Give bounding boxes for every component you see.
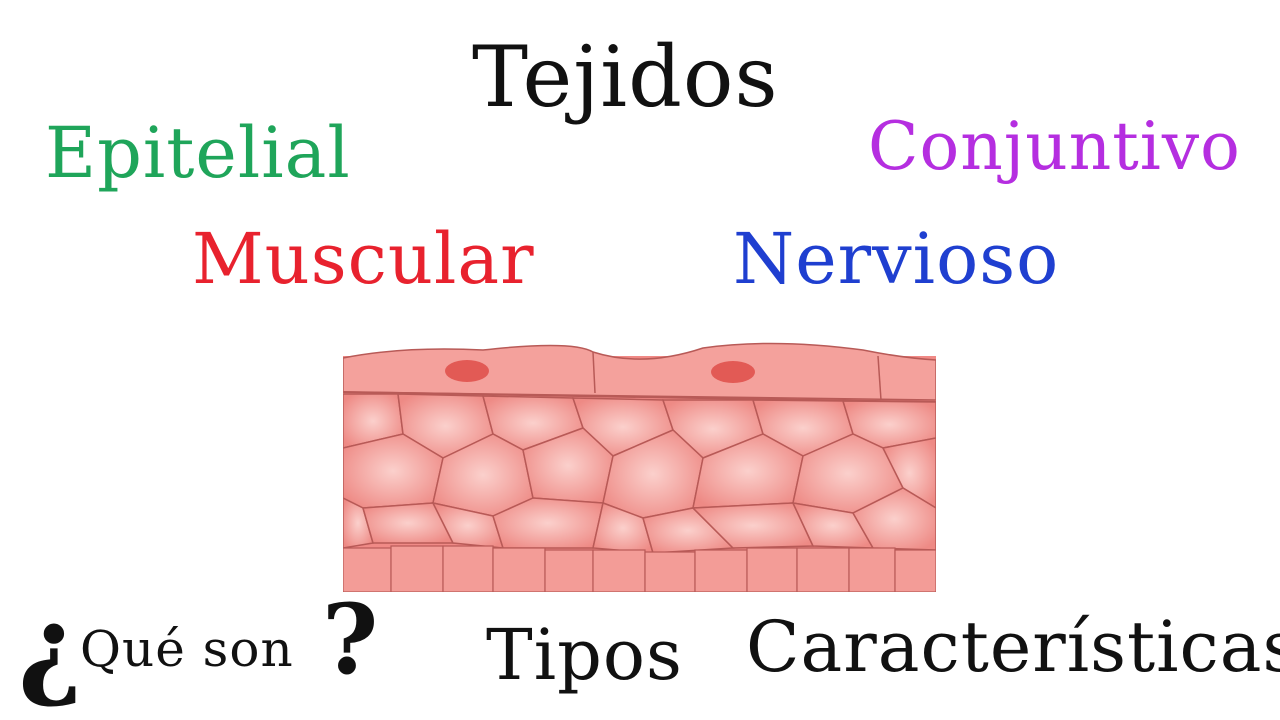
- cell-shape: [492, 547, 546, 592]
- squamous-layer: [343, 342, 936, 401]
- cell-shape: [390, 545, 444, 592]
- label-caracteristicas: Características: [746, 606, 1280, 688]
- cell-shape: [894, 549, 936, 592]
- cell-shape: [848, 547, 896, 592]
- cell-border: [877, 355, 882, 401]
- nucleus-shape: [711, 361, 755, 383]
- cell-shape: [694, 549, 748, 592]
- cell-shape: [746, 547, 798, 592]
- label-conjuntivo: Conjuntivo: [868, 108, 1241, 185]
- nucleus-shape: [445, 360, 489, 382]
- label-muscular: Muscular: [192, 218, 535, 300]
- page-title: Tejidos: [472, 28, 779, 126]
- cell-shape: [881, 437, 936, 509]
- cell-shape: [343, 547, 392, 592]
- cell-shape: [592, 549, 646, 592]
- cell-shape: [544, 549, 594, 592]
- cell-border: [592, 351, 596, 394]
- cell-shape: [644, 551, 696, 592]
- label-tipos: Tipos: [486, 614, 683, 696]
- epithelial-tissue-illustration: [343, 338, 936, 592]
- cell-shape: [442, 545, 494, 592]
- question-mark-open: ¿: [18, 582, 83, 711]
- label-epitelial: Epitelial: [45, 112, 351, 194]
- cell-shape: [851, 487, 936, 551]
- label-nervioso: Nervioso: [733, 218, 1060, 300]
- label-que-son: Qué son: [80, 620, 294, 678]
- question-mark-close: ?: [322, 583, 379, 696]
- cell-shape: [796, 547, 850, 592]
